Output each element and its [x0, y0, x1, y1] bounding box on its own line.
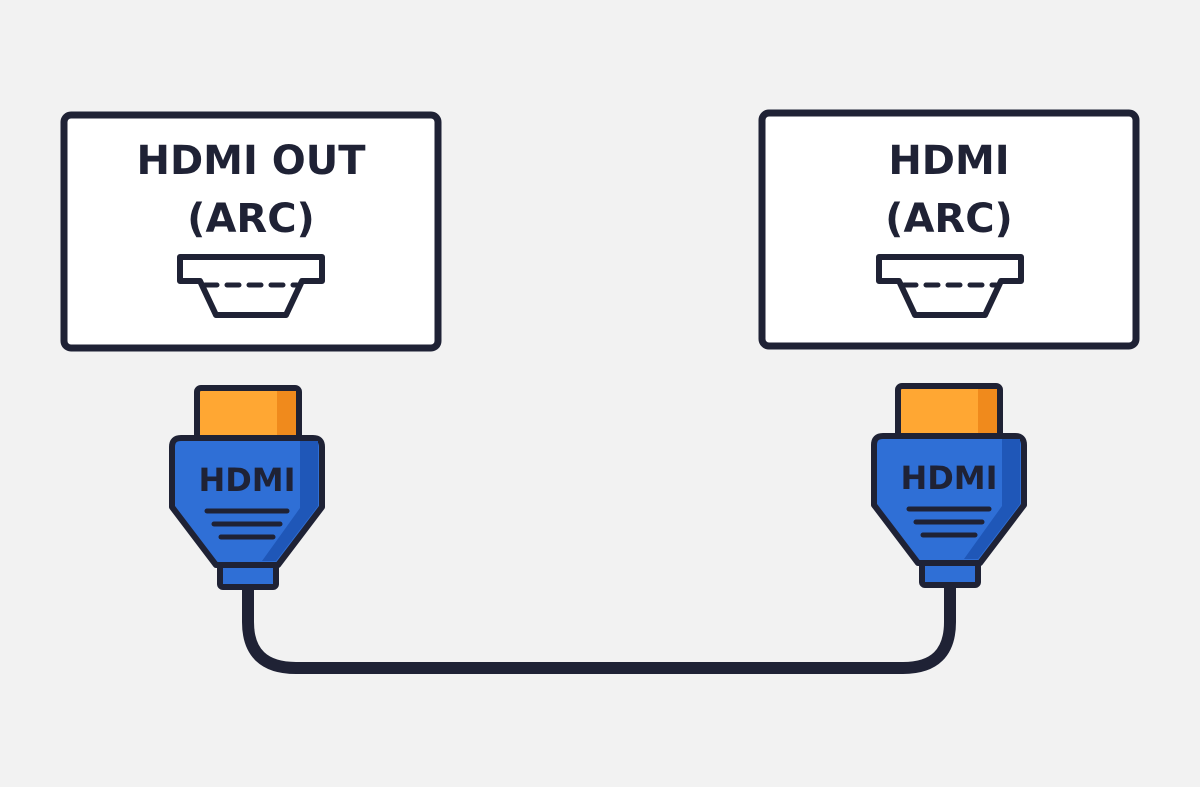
right-device-subtitle: (ARC) — [885, 196, 1013, 242]
left-plug-label: HDMI — [198, 461, 295, 499]
left-hdmi-plug: HDMI — [169, 385, 325, 590]
right-plug-body — [871, 433, 1027, 566]
right-plug-boot — [919, 560, 981, 588]
right-device-panel — [758, 109, 1140, 350]
right-plug-label: HDMI — [900, 459, 997, 497]
left-device: HDMI OUT (ARC) — [60, 111, 442, 352]
left-plug-boot — [217, 562, 279, 590]
right-device: HDMI (ARC) — [758, 109, 1140, 350]
right-device-title: HDMI — [888, 138, 1009, 184]
right-hdmi-plug: HDMI — [871, 383, 1027, 588]
left-device-title: HDMI OUT — [136, 138, 366, 184]
right-hdmi-port-icon — [876, 254, 1024, 318]
left-plug-body — [169, 435, 325, 568]
left-device-subtitle: (ARC) — [187, 196, 315, 242]
left-device-panel — [60, 111, 442, 352]
hdmi-cable — [242, 579, 956, 674]
left-hdmi-port-icon — [177, 254, 325, 318]
